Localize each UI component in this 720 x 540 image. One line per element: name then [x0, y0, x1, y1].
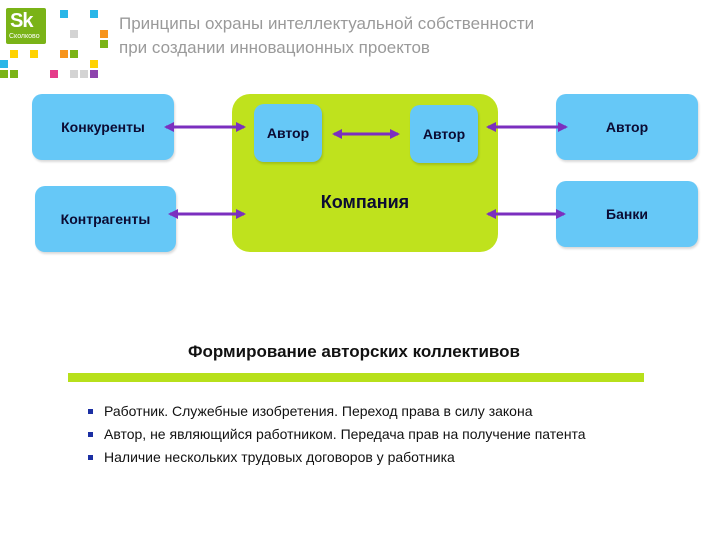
bullet-item: Автор, не являющийся работником. Передач… — [88, 423, 586, 446]
bullet-square-icon — [88, 432, 93, 437]
mosaic-tile — [50, 70, 58, 78]
banks-box: Банки — [556, 181, 698, 247]
page-title: Принципы охраны интеллектуальной собстве… — [119, 12, 534, 60]
bullet-item: Наличие нескольких трудовых договоров у … — [88, 446, 586, 469]
brand-mosaic — [0, 0, 110, 80]
company-label: Компания — [320, 192, 410, 212]
section-divider — [68, 373, 644, 382]
mosaic-tile — [100, 40, 108, 48]
bullet-text: Наличие нескольких трудовых договоров у … — [104, 449, 455, 465]
inner-author-left-box: Автор — [254, 104, 322, 162]
mosaic-tile — [90, 70, 98, 78]
mosaic-tile — [100, 30, 108, 38]
mosaic-tile — [70, 70, 78, 78]
page-title-line-1: Принципы охраны интеллектуальной собстве… — [119, 14, 535, 33]
mosaic-tile — [10, 50, 18, 58]
inner-author-left-label: Автор — [266, 125, 310, 141]
page-title-line-2: при создании инновационных проектов — [119, 38, 430, 57]
inner-author-right-box: Автор — [410, 105, 478, 163]
contractors-box: Контрагенты — [35, 186, 176, 252]
bullet-square-icon — [88, 455, 93, 460]
mosaic-tile — [80, 70, 88, 78]
mosaic-tile — [0, 60, 8, 68]
mosaic-tile — [60, 10, 68, 18]
bullet-text: Работник. Служебные изобретения. Переход… — [104, 403, 533, 419]
competitors-label: Конкуренты — [61, 119, 145, 135]
competitors-box: Конкуренты — [32, 94, 174, 160]
logo-subtext: Сколково — [9, 33, 40, 40]
contractors-label: Контрагенты — [60, 211, 151, 227]
mosaic-tile — [90, 60, 98, 68]
inner-author-right-label: Автор — [422, 126, 466, 142]
mosaic-tile — [30, 50, 38, 58]
mosaic-tile — [70, 30, 78, 38]
logo-mark: Sk — [10, 10, 33, 32]
bullet-square-icon — [88, 409, 93, 414]
bullet-text: Автор, не являющийся работником. Передач… — [104, 426, 586, 442]
mosaic-tile — [0, 70, 8, 78]
bullet-item: Работник. Служебные изобретения. Переход… — [88, 400, 586, 423]
mosaic-tile — [10, 70, 18, 78]
external-author-label: Автор — [605, 119, 649, 135]
section-title: Формирование авторских коллективов — [188, 342, 520, 361]
external-author-box: Автор — [556, 94, 698, 160]
skolkovo-logo: Sk Сколково — [6, 8, 46, 44]
mosaic-tile — [60, 50, 68, 58]
mosaic-tile — [70, 50, 78, 58]
mosaic-tile — [90, 10, 98, 18]
banks-label: Банки — [606, 206, 648, 222]
bullet-list: Работник. Служебные изобретения. Переход… — [88, 400, 586, 469]
